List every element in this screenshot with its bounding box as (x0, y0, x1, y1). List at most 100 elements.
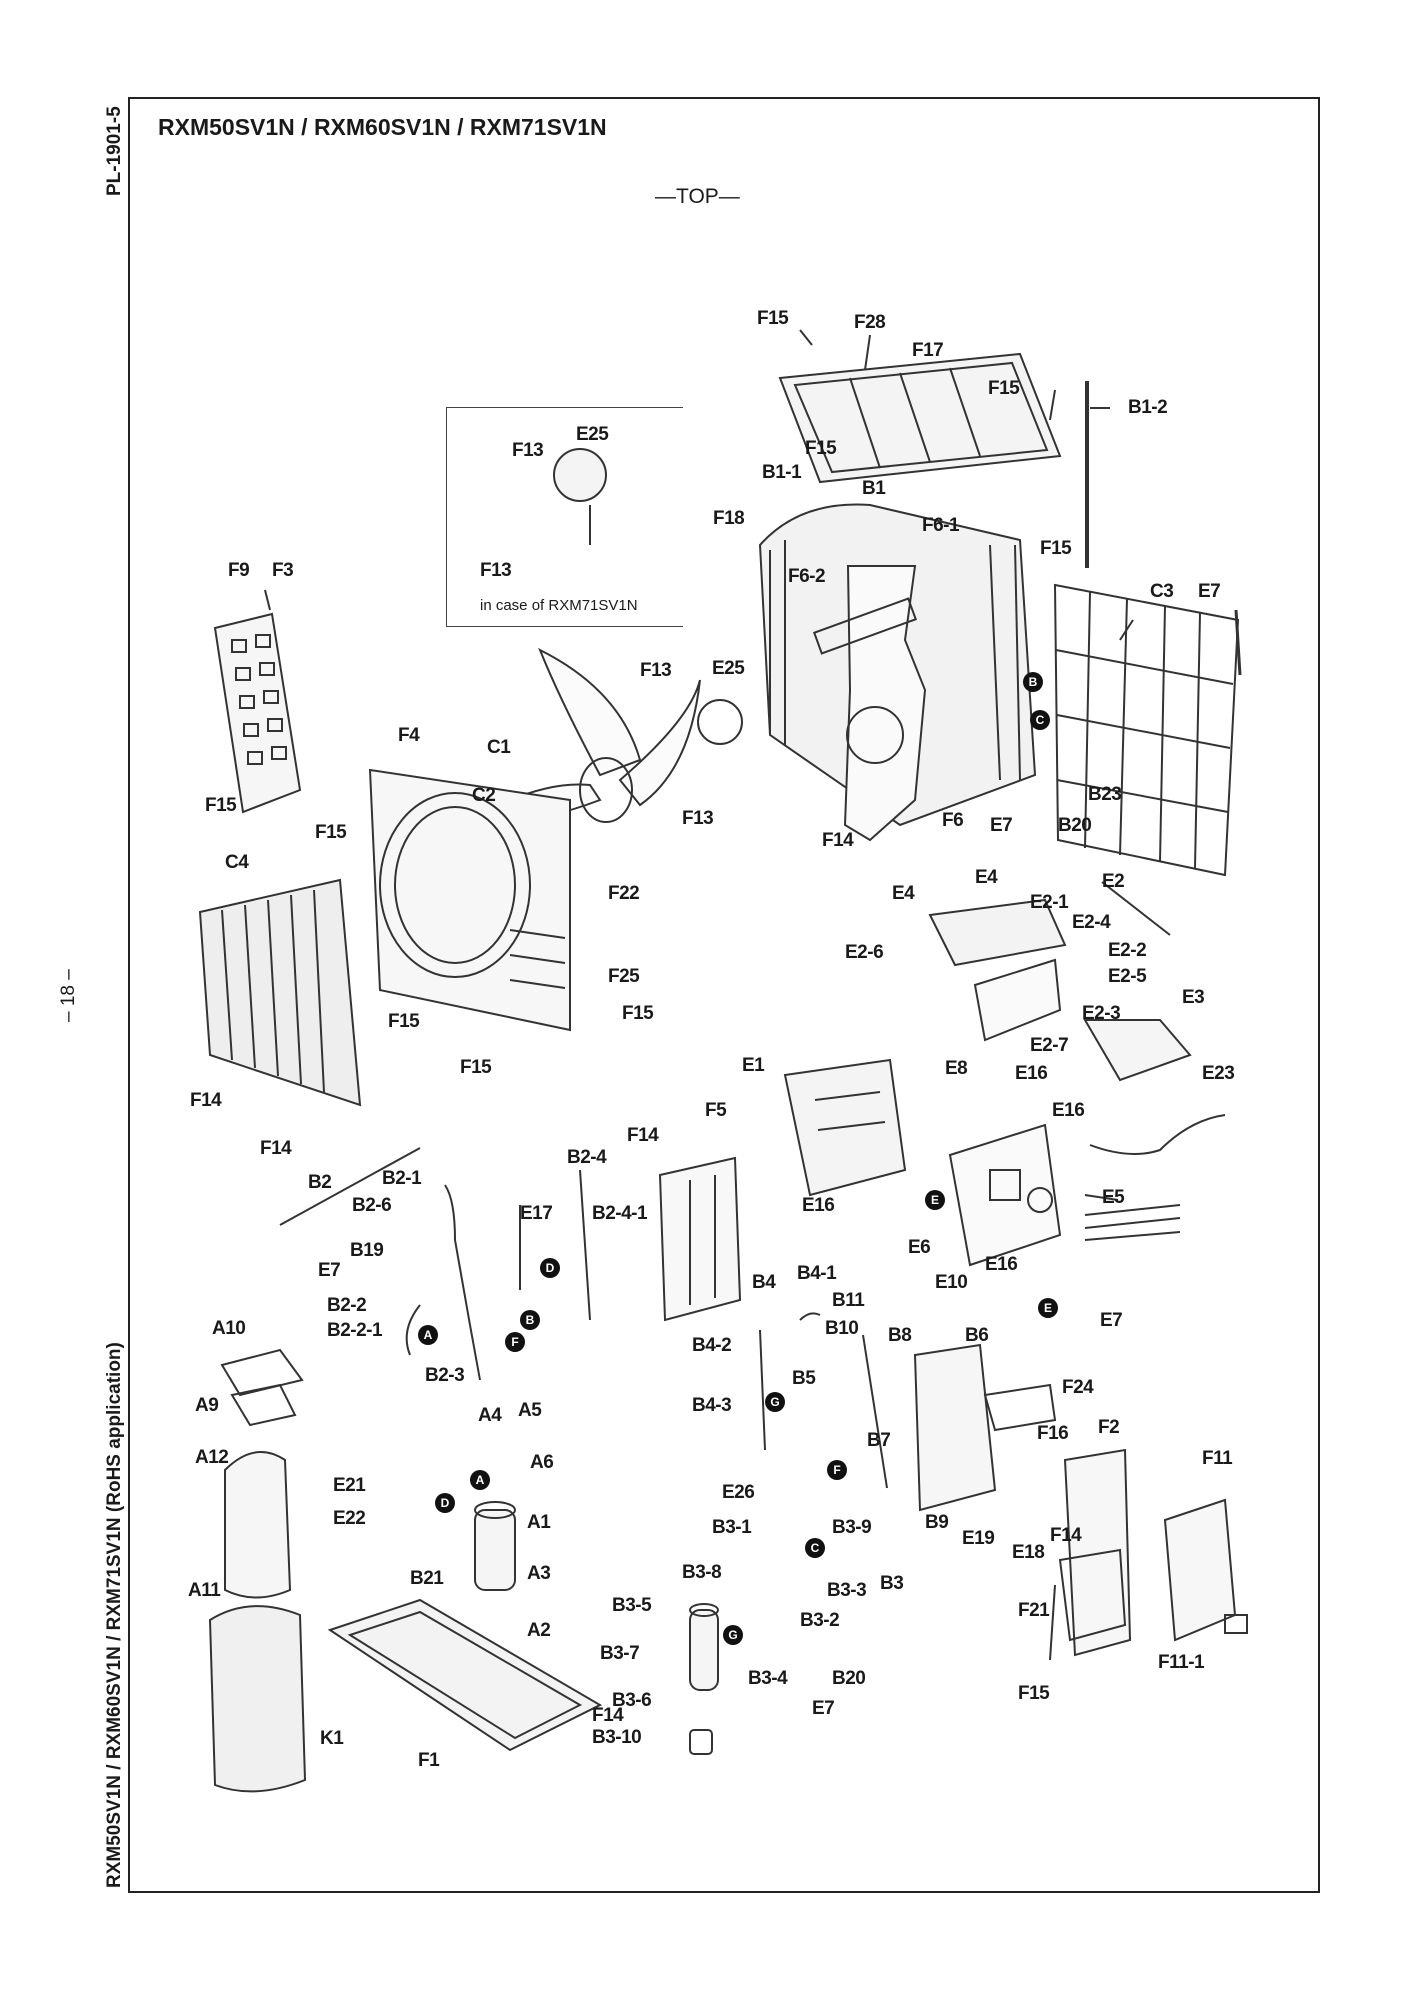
part-label: B2-3 (425, 1365, 465, 1386)
part-label: B11 (832, 1290, 865, 1311)
part-label: E16 (1015, 1063, 1048, 1084)
part-label: A2 (527, 1620, 551, 1641)
part-label: B6 (965, 1325, 989, 1346)
part-label: B2-2-1 (327, 1320, 383, 1341)
part-label: F15 (757, 308, 789, 329)
part-label: E16 (802, 1195, 835, 1216)
part-label: B21 (410, 1568, 444, 1589)
partition-plate-part (658, 1156, 742, 1322)
part-label: E25 (712, 658, 745, 679)
part-label: A5 (518, 1400, 542, 1421)
part-label: F15 (988, 378, 1020, 399)
part-label: B2-1 (382, 1168, 422, 1189)
part-label: B3-1 (712, 1517, 752, 1538)
inset-fan-motor-part (553, 448, 607, 545)
connection-marker-e: E (925, 1190, 945, 1210)
connection-marker-f: F (505, 1332, 525, 1352)
heater-part (1084, 1204, 1181, 1241)
connection-marker-g: G (723, 1625, 743, 1645)
sound-insulation-inner-part (224, 1451, 292, 1599)
part-label: B3-10 (592, 1727, 642, 1748)
part-label: B19 (350, 1240, 384, 1261)
part-label: B9 (925, 1512, 949, 1533)
part-label: E1 (742, 1055, 765, 1076)
part-label: B3 (880, 1573, 904, 1594)
terminal-box-part (913, 1343, 1057, 1512)
part-label: F25 (608, 966, 640, 987)
part-label: A6 (530, 1452, 554, 1473)
connection-marker-g: G (765, 1392, 785, 1412)
part-label: E7 (990, 815, 1013, 836)
part-label: C2 (472, 785, 496, 806)
part-label: B4 (752, 1272, 776, 1293)
part-label: F6-1 (922, 515, 960, 536)
connection-marker-e: E (1038, 1298, 1058, 1318)
part-label: F15 (805, 438, 837, 459)
view-label: —TOP— (655, 185, 740, 208)
inset-box (446, 407, 683, 627)
part-label: F24 (1062, 1377, 1094, 1398)
part-label: B3-7 (600, 1643, 640, 1664)
part-label: F13 (640, 660, 672, 681)
connection-marker-b: B (1023, 672, 1043, 692)
part-label: B1-2 (1128, 397, 1168, 418)
part-label: B4-1 (797, 1263, 837, 1284)
part-label: E19 (962, 1528, 995, 1549)
part-label: F2 (1098, 1417, 1120, 1438)
part-label: F15 (460, 1057, 492, 1078)
part-label: B3-4 (748, 1668, 788, 1689)
part-label: B23 (1088, 784, 1122, 805)
harness-part (1089, 1114, 1226, 1155)
part-label: F15 (205, 795, 237, 816)
part-label: F14 (627, 1125, 659, 1146)
part-label: E16 (1052, 1100, 1085, 1121)
part-label: E2-2 (1108, 940, 1147, 961)
part-label: F3 (272, 560, 294, 581)
page-title: RXM50SV1N / RXM60SV1N / RXM71SV1N (158, 114, 607, 140)
part-label: B10 (825, 1318, 859, 1339)
part-label: E2-5 (1108, 966, 1147, 987)
switch-box-part (928, 898, 1192, 1082)
connection-marker-c: C (805, 1538, 825, 1558)
part-label: F5 (705, 1100, 727, 1121)
part-label: F11-1 (1158, 1652, 1205, 1673)
part-label: E2-1 (1030, 892, 1069, 913)
part-label: F14 (190, 1090, 222, 1111)
part-label: E17 (520, 1203, 553, 1224)
four-way-valve-piping-part (405, 1169, 591, 1381)
part-label: A4 (478, 1405, 502, 1426)
part-label: B20 (832, 1668, 866, 1689)
part-label: E2-3 (1082, 1003, 1121, 1024)
connection-marker-d: D (435, 1493, 455, 1513)
part-label: B1 (862, 478, 886, 499)
right-side-plate-part (1058, 1448, 1132, 1657)
main-pcb-part (948, 1123, 1062, 1267)
part-label: E4 (975, 867, 998, 888)
connection-marker-d: D (540, 1258, 560, 1278)
part-label: A9 (195, 1395, 219, 1416)
part-label: E7 (318, 1260, 341, 1281)
part-label: B1-1 (762, 462, 802, 483)
part-label: E7 (1100, 1310, 1123, 1331)
part-label: F16 (1037, 1423, 1069, 1444)
part-label: F15 (622, 1003, 654, 1024)
part-label: B2-4 (567, 1147, 607, 1168)
part-label: B20 (1058, 815, 1092, 836)
part-label: E7 (1198, 581, 1221, 602)
part-label: B3-9 (832, 1517, 872, 1538)
part-label: A11 (188, 1580, 221, 1601)
stop-valve-cover-part (213, 612, 302, 814)
connection-marker-c: C (1030, 710, 1050, 730)
part-label: A1 (527, 1512, 551, 1533)
part-label: E6 (908, 1237, 931, 1258)
connection-marker-a: A (470, 1470, 490, 1490)
part-label: F13 (480, 560, 512, 581)
part-label: F15 (388, 1011, 420, 1032)
part-label: A10 (212, 1318, 246, 1339)
expansion-valve-piping-part (759, 1312, 821, 1451)
connection-marker-f: F (827, 1460, 847, 1480)
drawing-frame (128, 97, 1320, 1893)
part-label: E23 (1202, 1063, 1235, 1084)
part-label: F14 (1050, 1525, 1082, 1546)
